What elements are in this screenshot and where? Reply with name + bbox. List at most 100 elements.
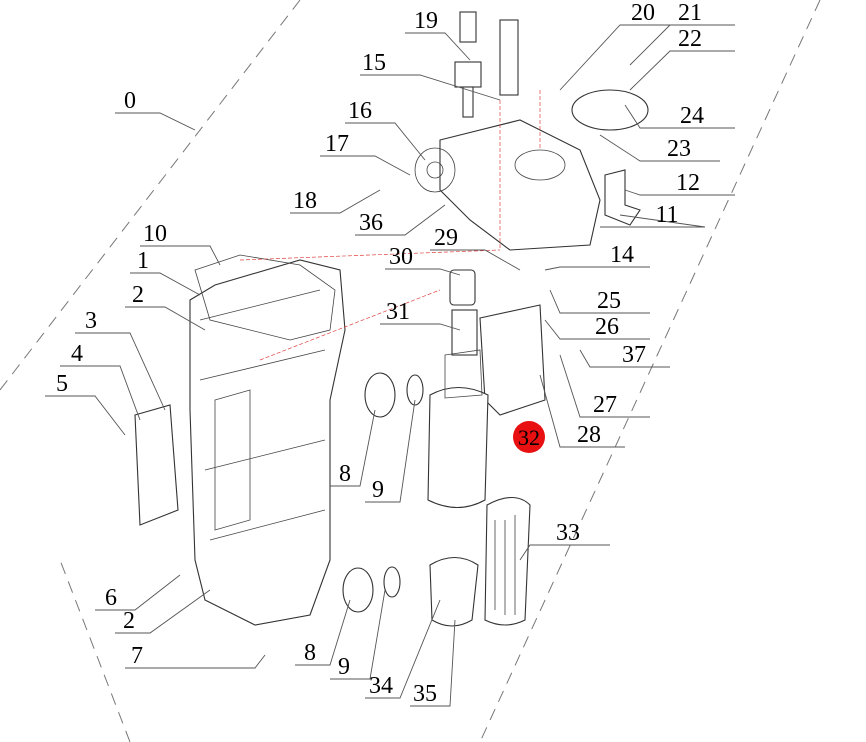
callout-8[interactable]: 8: [330, 409, 376, 487]
leader-line: [549, 289, 650, 314]
callout-number[interactable]: 23: [667, 136, 691, 162]
callout-number[interactable]: 0: [124, 88, 136, 114]
cover-23-24: [571, 89, 649, 131]
callout-number[interactable]: 31: [386, 299, 410, 325]
leader-line: [320, 155, 411, 176]
callout-number[interactable]: 36: [359, 210, 383, 236]
callout-30[interactable]: 30: [385, 244, 461, 276]
callout-number[interactable]: 22: [678, 26, 702, 52]
callout-17[interactable]: 17: [320, 131, 411, 176]
callout-10[interactable]: 10: [140, 221, 221, 266]
leader-line: [360, 74, 501, 101]
callout-number[interactable]: 1: [137, 248, 149, 274]
callout-14[interactable]: 14: [544, 242, 650, 271]
leader-line: [544, 319, 650, 340]
callout-number[interactable]: 18: [293, 188, 317, 214]
callout-11[interactable]: 11: [600, 202, 706, 228]
callout-9[interactable]: 9: [330, 589, 386, 680]
callout-number[interactable]: 7: [131, 643, 143, 669]
callout-12[interactable]: 12: [624, 170, 735, 196]
callout-19[interactable]: 19: [405, 8, 471, 61]
callout-21[interactable]: 21: [629, 0, 735, 66]
callout-0[interactable]: 0: [115, 88, 196, 131]
callout-number[interactable]: 2: [132, 282, 144, 308]
callout-number[interactable]: 4: [71, 341, 83, 367]
callout-number[interactable]: 15: [362, 50, 386, 76]
callout-18[interactable]: 18: [290, 188, 381, 214]
callout-7[interactable]: 7: [125, 643, 266, 669]
callout-15[interactable]: 15: [360, 50, 501, 101]
callout-35[interactable]: 35: [410, 619, 456, 707]
leader-line: [125, 306, 206, 331]
callout-6[interactable]: 6: [95, 574, 181, 611]
callout-number[interactable]: 16: [348, 98, 372, 124]
leader-line: [430, 249, 521, 271]
callout-number[interactable]: 37: [622, 342, 646, 368]
leader-line: [624, 189, 735, 196]
leader-line: [95, 574, 181, 611]
callout-8[interactable]: 8: [295, 599, 351, 666]
callout-31[interactable]: 31: [380, 299, 461, 331]
callout-3[interactable]: 3: [75, 308, 166, 411]
highlight-circle[interactable]: [513, 421, 545, 453]
callout-number[interactable]: 17: [325, 131, 349, 157]
leader-line: [544, 266, 650, 271]
callout-number[interactable]: 25: [597, 288, 621, 314]
leader-line: [45, 395, 126, 436]
callout-2[interactable]: 2: [115, 589, 211, 634]
callout-24[interactable]: 24: [624, 103, 735, 129]
callout-number[interactable]: 9: [338, 654, 350, 680]
callout-20[interactable]: 20: [559, 0, 680, 91]
callout-9[interactable]: 9: [365, 399, 416, 503]
callout-33[interactable]: 33: [519, 520, 610, 561]
leader-line: [559, 24, 680, 91]
callout-36[interactable]: 36: [355, 204, 446, 236]
callout-26[interactable]: 26: [544, 314, 650, 340]
callout-number[interactable]: 19: [414, 8, 438, 34]
callout-number[interactable]: 21: [678, 0, 702, 26]
callout-number[interactable]: 26: [595, 314, 619, 340]
part-32-label[interactable]: 32: [518, 425, 540, 450]
callout-5[interactable]: 5: [45, 371, 126, 436]
leader-line: [130, 272, 201, 296]
callout-1[interactable]: 1: [130, 248, 201, 296]
callout-23[interactable]: 23: [599, 134, 720, 162]
callout-number[interactable]: 27: [593, 392, 617, 418]
leader-line: [75, 332, 166, 411]
callout-number[interactable]: 29: [434, 225, 458, 251]
leader-line: [115, 589, 211, 634]
callout-number[interactable]: 12: [676, 170, 700, 196]
callout-number[interactable]: 20: [631, 0, 655, 26]
callout-number[interactable]: 30: [389, 244, 413, 270]
callout-number[interactable]: 6: [105, 585, 117, 611]
callout-number[interactable]: 14: [610, 242, 634, 268]
leader-line: [579, 349, 670, 368]
callout-29[interactable]: 29: [430, 225, 521, 271]
callout-number[interactable]: 24: [680, 103, 704, 129]
highlight-marker[interactable]: 32: [513, 421, 545, 453]
callout-16[interactable]: 16: [345, 98, 426, 161]
leader-line: [125, 654, 266, 669]
callout-number[interactable]: 34: [369, 673, 393, 699]
callout-4[interactable]: 4: [60, 341, 141, 421]
callout-34[interactable]: 34: [365, 599, 441, 699]
leader-line: [140, 245, 221, 266]
callout-number[interactable]: 35: [413, 681, 437, 707]
callout-number[interactable]: 28: [577, 422, 601, 448]
callout-number[interactable]: 5: [56, 371, 68, 397]
callout-37[interactable]: 37: [579, 342, 670, 368]
callout-number[interactable]: 8: [304, 640, 316, 666]
callout-2[interactable]: 2: [125, 282, 206, 331]
callout-number[interactable]: 3: [85, 308, 97, 334]
callout-27[interactable]: 27: [559, 354, 650, 418]
callout-25[interactable]: 25: [549, 288, 650, 314]
callout-number[interactable]: 10: [143, 221, 167, 247]
callout-number[interactable]: 8: [339, 461, 351, 487]
callout-28[interactable]: 28: [539, 374, 625, 448]
callout-number[interactable]: 9: [372, 477, 384, 503]
callout-22[interactable]: 22: [629, 26, 735, 91]
callout-number[interactable]: 33: [556, 520, 580, 546]
callout-number[interactable]: 2: [123, 608, 135, 634]
callout-number[interactable]: 11: [655, 202, 678, 228]
